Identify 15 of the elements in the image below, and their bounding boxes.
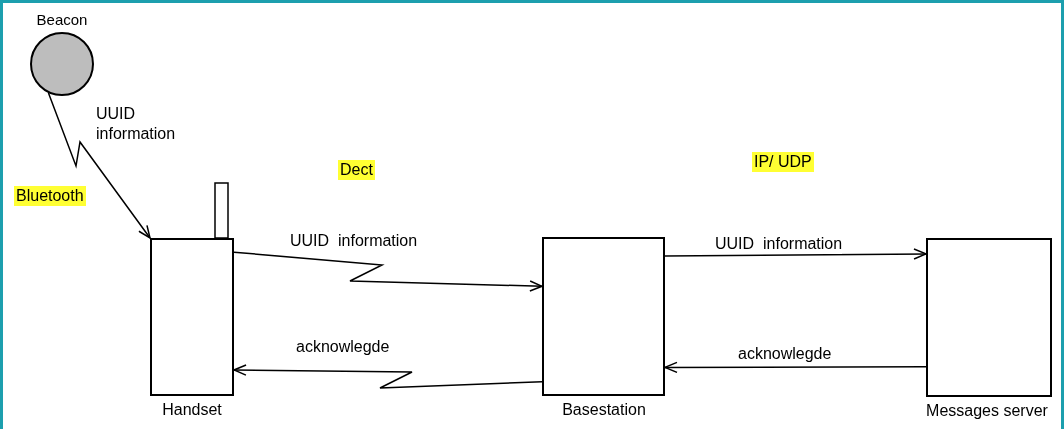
- edge-label: acknowlegde: [738, 344, 832, 364]
- edge-label: UUID information: [96, 104, 177, 144]
- highlighted-label: Dect: [338, 160, 375, 180]
- edge-label: UUID information: [715, 234, 843, 254]
- highlighted-label: Bluetooth: [14, 186, 86, 206]
- node-label: Handset: [162, 400, 222, 420]
- arrow: [233, 251, 543, 292]
- node-label: Beacon: [36, 10, 88, 30]
- node-label: Messages server: [926, 401, 1048, 421]
- arrow: [664, 361, 927, 374]
- node-label: Basestation: [562, 400, 646, 420]
- arrow: [664, 248, 927, 260]
- arrow: [233, 364, 543, 389]
- highlighted-label: IP/ UDP: [752, 152, 814, 172]
- edge-label: acknowlegde: [296, 337, 390, 357]
